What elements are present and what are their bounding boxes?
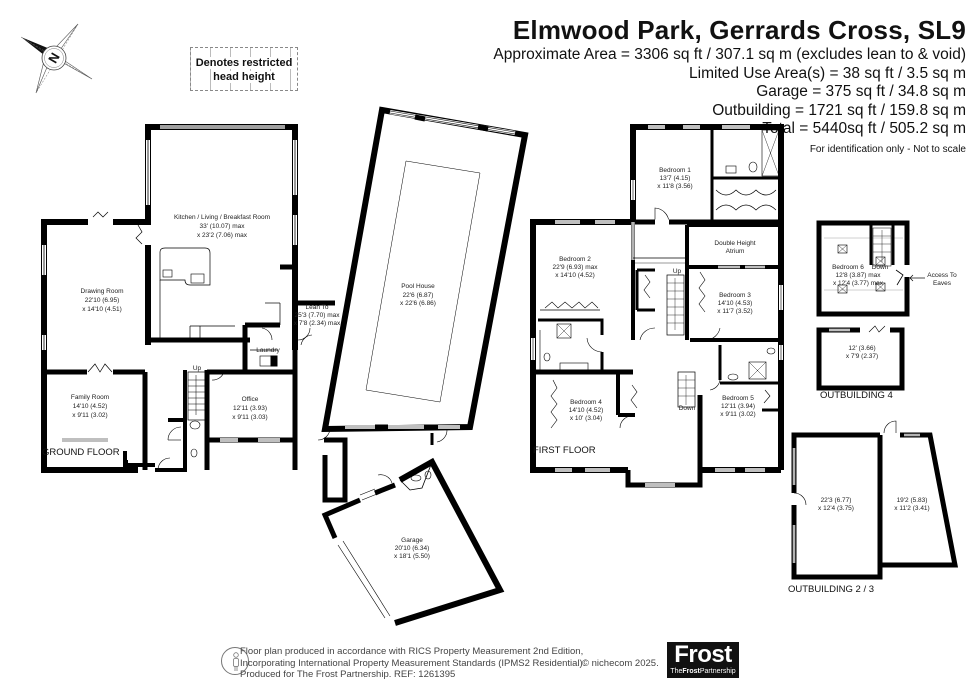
outbuilding-23-plan xyxy=(791,420,959,580)
property-title: Elmwood Park, Gerrards Cross, SL9 xyxy=(512,15,966,45)
bedroom-6-plan xyxy=(816,220,925,317)
ground-floor-plan xyxy=(41,124,335,473)
stairs-down-second: Down xyxy=(872,264,889,271)
room-garage-name: Garage xyxy=(401,537,423,544)
logo-tagline-post: Partnership xyxy=(699,668,736,675)
footer-line-3: Produced for The Frost Partnership. REF:… xyxy=(240,669,456,680)
footer-line-2: Incorporating International Property Mea… xyxy=(240,657,586,669)
room-bed3-name: Bedroom 3 xyxy=(719,292,751,299)
room-kitchen-dim1: 33' (10.07) max xyxy=(200,223,246,230)
room-bed3-dim2: x 11'7 (3.52) xyxy=(717,308,752,315)
room-kitchen-dim2: x 23'2 (7.06) max xyxy=(197,232,248,239)
room-bed5-dim2: x 9'11 (3.02) xyxy=(720,411,755,418)
outbuilding-4-plan xyxy=(816,325,905,391)
title-block: Elmwood Park, Gerrards Cross, SL9 Approx… xyxy=(493,14,966,157)
room-leanto-dim1: 25'3 (7.70) max xyxy=(295,312,341,319)
area-outbuilding: Outbuilding = 1721 sq ft / 159.8 sq m xyxy=(712,101,966,119)
first-floor-label: FIRST FLOOR xyxy=(533,445,596,456)
garage-plan xyxy=(321,457,505,626)
legend-line-2: head height xyxy=(213,71,275,83)
room-garage-dim2: x 18'1 (5.50) xyxy=(394,553,430,560)
room-leanto-dim2: x 7'8 (2.34) max xyxy=(294,320,341,327)
room-bed1-dim2: x 11'8 (3.56) xyxy=(657,183,692,190)
legend-line-1: Denotes restricted xyxy=(195,57,293,69)
footer-copyright: © nichecom 2025. xyxy=(582,657,659,669)
logo-tagline: TheFrostPartnership xyxy=(667,668,739,676)
room-out2-dim2: x 12'4 (3.75) xyxy=(818,505,854,512)
room-bed2-dim2: x 14'10 (4.52) xyxy=(555,272,595,279)
logo-wordmark: Frost xyxy=(674,641,732,668)
room-bed6-dim1: 12'8 (3.87) max xyxy=(836,272,882,279)
room-out3-dim1: 19'2 (5.83) xyxy=(897,497,928,504)
room-bed2-name: Bedroom 2 xyxy=(559,256,591,263)
room-bed4-dim2: x 10' (3.04) xyxy=(570,415,602,422)
room-drawing-dim1: 22'10 (6.95) xyxy=(85,297,120,304)
room-bed5-name: Bedroom 5 xyxy=(722,395,754,402)
compass-north-icon: N xyxy=(20,23,93,94)
room-bed6-name: Bedroom 6 xyxy=(832,264,864,271)
stairs-up-ground: Up xyxy=(193,365,202,372)
ground-floor-label: GROUND FLOOR xyxy=(42,447,120,458)
room-out4-dim1: 12' (3.66) xyxy=(848,345,875,352)
area-limited-use: Limited Use Area(s) = 38 sq ft / 3.5 sq … xyxy=(689,64,966,82)
pool-house-plan xyxy=(317,106,529,503)
stairs-down-first: Down xyxy=(679,405,696,412)
access-eaves-label: Access To xyxy=(927,272,957,279)
restricted-height-legend: Denotes restricted head height xyxy=(190,47,298,91)
room-atrium-name: Double Height xyxy=(714,240,755,247)
outbuilding-23-label: OUTBUILDING 2 / 3 xyxy=(788,584,874,595)
footer-notes: Floor plan produced in accordance with R… xyxy=(240,646,659,681)
room-out4-dim2: x 7'9 (2.37) xyxy=(846,353,878,360)
room-pool-name: Pool House xyxy=(401,283,435,290)
logo-tagline-pre: The xyxy=(670,668,683,675)
room-out2-dim1: 22'3 (6.77) xyxy=(821,497,852,504)
room-drawing-name: Drawing Room xyxy=(81,288,124,295)
room-family-dim1: 14'10 (4.52) xyxy=(73,403,108,410)
room-office-dim2: x 9'11 (3.03) xyxy=(232,414,267,421)
stairs-up-first: Up xyxy=(673,268,682,275)
room-bed3-dim1: 14'10 (4.53) xyxy=(718,300,753,307)
room-laundry-name: Laundry xyxy=(256,347,280,354)
frost-logo: Frost TheFrostPartnership xyxy=(667,642,739,678)
access-eaves-label-2: Eaves xyxy=(933,280,952,287)
area-approximate: Approximate Area = 3306 sq ft / 307.1 sq… xyxy=(493,46,966,63)
room-out3-dim2: x 11'2 (3.41) xyxy=(894,505,929,512)
room-drawing-dim2: x 14'10 (4.51) xyxy=(82,306,122,313)
room-office-dim1: 12'11 (3.93) xyxy=(233,405,267,412)
room-bed6-dim2: x 12'4 (3.77) max xyxy=(833,280,884,287)
room-bed1-name: Bedroom 1 xyxy=(659,167,691,174)
room-kitchen-name: Kitchen / Living / Breakfast Room xyxy=(174,214,270,221)
room-family-name: Family Room xyxy=(71,394,109,401)
room-bed4-dim1: 14'10 (4.52) xyxy=(569,407,604,414)
room-pool-dim2: x 22'6 (6.86) xyxy=(400,300,436,307)
room-pool-dim1: 22'6 (6.87) xyxy=(403,292,434,299)
first-floor-plan xyxy=(530,124,784,488)
room-bed4-name: Bedroom 4 xyxy=(570,399,602,406)
footer-line-1: Floor plan produced in accordance with R… xyxy=(240,646,584,657)
room-bed5-dim1: 12'11 (3.94) xyxy=(721,403,755,410)
outbuilding-4-label: OUTBUILDING 4 xyxy=(820,390,893,401)
room-atrium-name2: Atrium xyxy=(726,248,745,255)
room-family-dim2: x 9'11 (3.02) xyxy=(72,412,107,419)
room-garage-dim1: 20'10 (6.34) xyxy=(395,545,430,552)
person-icon xyxy=(221,647,249,675)
room-bed2-dim1: 22'9 (6.93) max xyxy=(553,264,599,271)
logo-tagline-bold: Frost xyxy=(682,668,700,675)
area-garage: Garage = 375 sq ft / 34.8 sq m xyxy=(756,83,966,100)
room-labels: Kitchen / Living / Breakfast Room 33' (1… xyxy=(71,167,957,560)
area-total: Total = 5440sq ft / 505.2 sq m xyxy=(762,120,966,137)
disclaimer: For identification only - Not to scale xyxy=(809,143,966,155)
room-bed1-dim1: 13'7 (4.15) xyxy=(660,175,691,182)
room-leanto-name: Lean To xyxy=(305,304,328,311)
room-office-name: Office xyxy=(242,396,259,403)
